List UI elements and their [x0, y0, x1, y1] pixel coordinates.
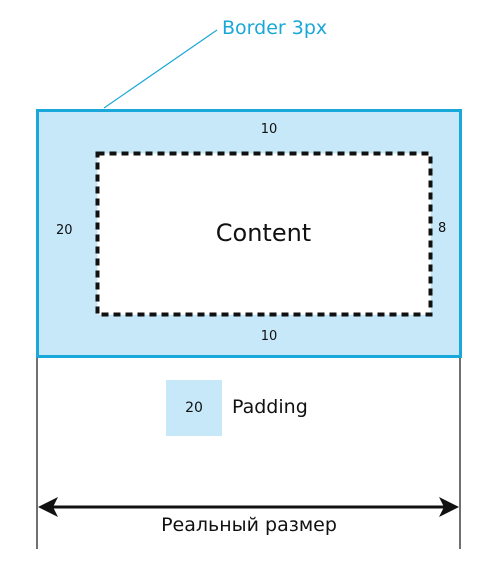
padding-legend-value: 20: [185, 400, 203, 416]
content-area: [95, 151, 433, 317]
total-size-label: Реальный размер: [161, 514, 337, 536]
padding-left-value: 20: [56, 223, 73, 238]
border-leader-line: [103, 29, 218, 109]
padding-right-value: 8: [438, 221, 447, 236]
padding-legend-label: Padding: [232, 396, 308, 418]
border-label: Border 3px: [222, 17, 328, 39]
content-label: Content: [215, 219, 312, 247]
padding-top-value: 10: [260, 122, 278, 137]
padding-bottom-value: 10: [260, 329, 278, 344]
dimension-arrow-left-head: [38, 497, 58, 517]
padding-legend-swatch: [166, 380, 222, 436]
dimension-arrow-right-head: [439, 497, 459, 517]
